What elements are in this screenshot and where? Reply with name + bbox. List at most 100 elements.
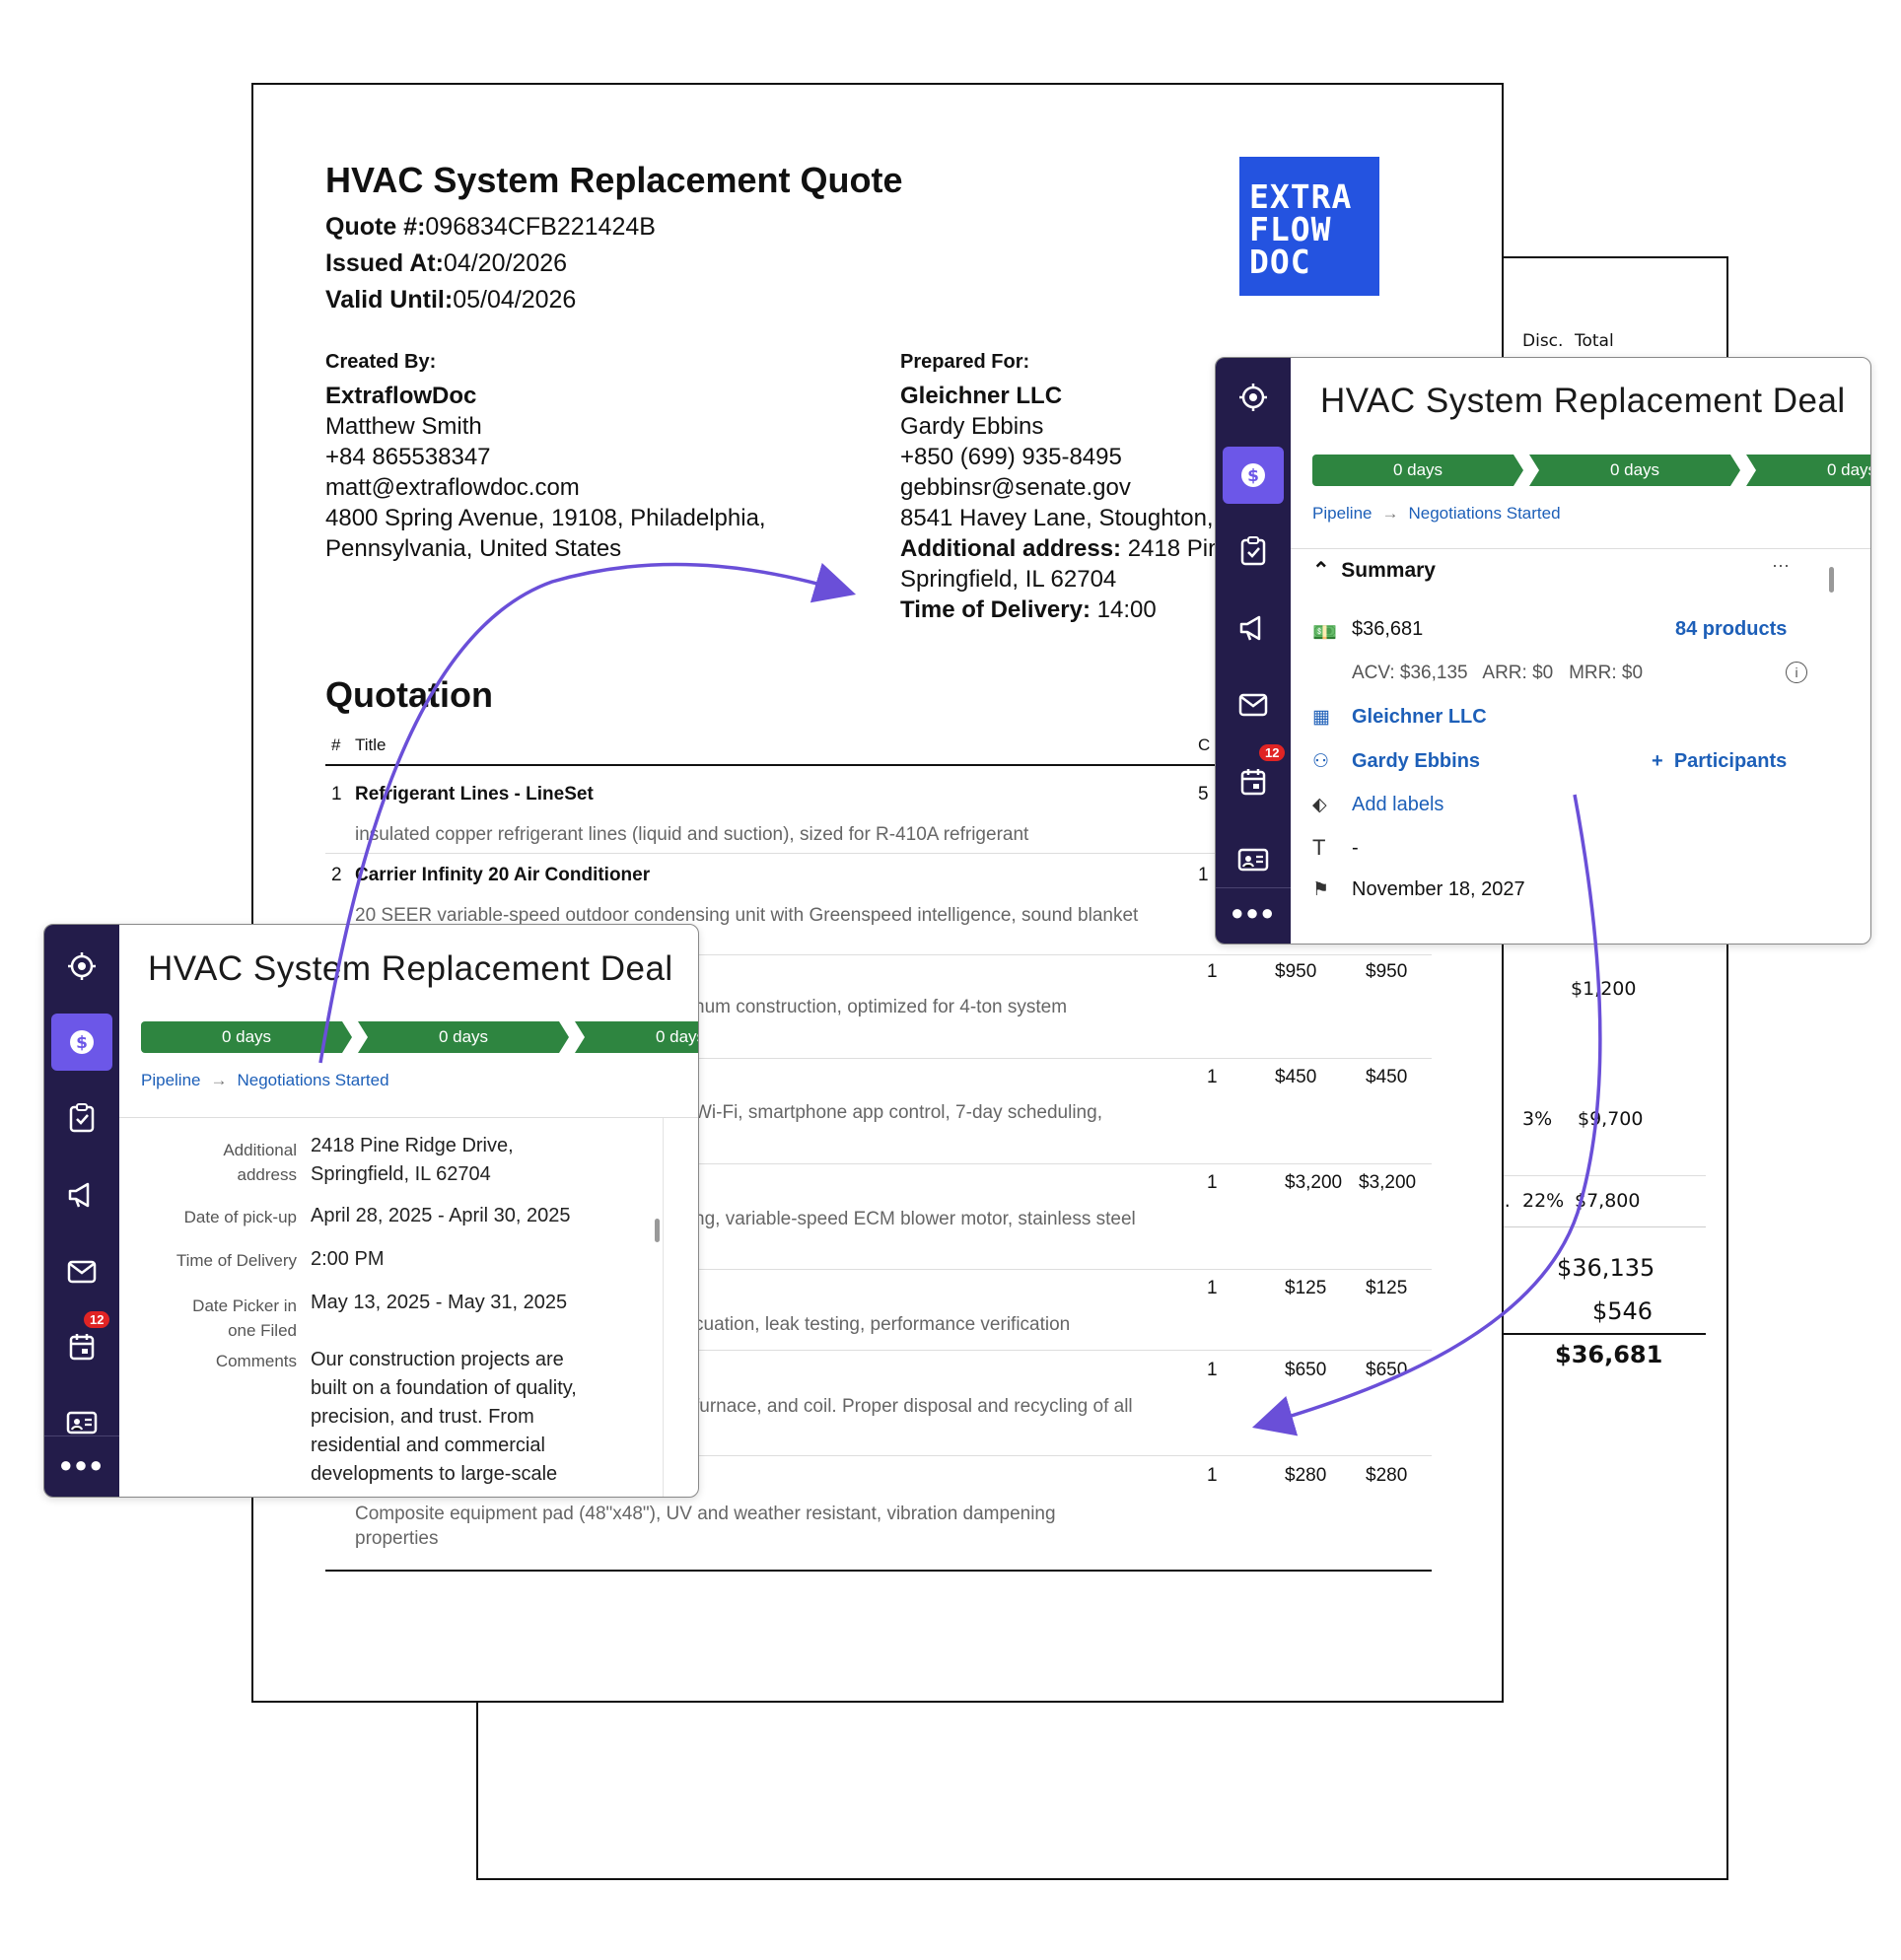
col-disc-header: Disc. [1522,331,1564,351]
breadcrumb-stage[interactable]: Negotiations Started [1408,504,1561,523]
calendar-icon[interactable] [1235,764,1271,800]
summary-toggle[interactable]: ⌃ Summary [1312,559,1436,582]
item-total: $3,200 [1359,1172,1417,1193]
plus-icon: + [1652,750,1663,772]
megaphone-icon[interactable] [1235,610,1271,646]
quote-title: HVAC System Replacement Quote [325,160,903,200]
text-field-icon: T [1312,835,1326,860]
item-qty: 1 [1207,961,1218,982]
nav-rail: $ 12 ●●● [1216,358,1291,944]
item-price: $450 [1275,1067,1317,1087]
more-icon[interactable]: ●●● [1231,900,1276,925]
item-price: $950 [1275,961,1317,982]
target-icon[interactable] [1235,380,1271,415]
tax-value: $546 [1592,1297,1654,1325]
megaphone-icon[interactable] [64,1177,100,1213]
item-qty: 1 [1198,865,1209,885]
item-qty: 1 [1207,1360,1218,1380]
item-number: 1 [331,784,342,805]
task-icon[interactable] [1235,533,1271,569]
prepared-for-block: Gleichner LLC Gardy Ebbins +850 (699) 93… [900,383,1222,623]
item-description: properties [355,1528,439,1549]
building-icon: ▦ [1312,707,1330,728]
prepared-for-heading: Prepared For: [900,351,1030,373]
stage-step[interactable]: 0 days [1312,455,1523,486]
arrow-right-icon: → [1381,504,1399,523]
stage-step[interactable]: 0 days [1746,455,1871,486]
chevron-up-icon: ⌃ [1312,559,1330,582]
valid-until: Valid Until:05/04/2026 [325,286,577,314]
item-number: 2 [331,865,342,885]
field-label: Comments [215,1352,297,1370]
breadcrumb: Pipeline→Negotiations Started [141,1071,389,1090]
contact-card-icon[interactable] [1235,841,1271,876]
item-qty: 1 [1207,1465,1218,1486]
mail-icon[interactable] [64,1254,100,1290]
item-qty: 1 [1207,1172,1218,1193]
deal-panel-details: $ 12 ●●● HVAC System Replacement Deal 0 … [43,924,699,1498]
products-link[interactable]: 84 products [1675,618,1788,640]
stage-step[interactable]: 0 days [141,1021,352,1053]
organization-link[interactable]: Gleichner LLC [1352,706,1487,728]
person-icon: ⚇ [1312,751,1330,772]
close-date: November 18, 2027 [1352,878,1525,900]
stage-step[interactable]: 0 days [358,1021,569,1053]
breadcrumb: Pipeline → Negotiations Started [1312,504,1561,524]
breadcrumb-stage[interactable]: Negotiations Started [237,1071,389,1089]
item-total: $280 [1366,1465,1408,1486]
item-total: $125 [1366,1278,1408,1298]
stage-step[interactable]: 0 days [575,1021,699,1053]
item-qty: 5 [1198,784,1209,805]
breadcrumb-pipeline[interactable]: Pipeline [141,1071,201,1089]
calendar-icon[interactable] [64,1329,100,1365]
back-row-disc: 3% [1522,1108,1553,1130]
item-title: Refrigerant Lines - LineSet [355,784,594,805]
target-icon[interactable] [64,948,100,984]
arrow-right-to-doc [1251,794,1602,1436]
task-icon[interactable] [64,1100,100,1136]
notification-badge: 12 [1259,744,1286,761]
subtotal-value: $36,135 [1557,1254,1655,1282]
item-price: $125 [1285,1278,1327,1298]
stage-step[interactable]: 0 days [1529,455,1740,486]
col-hash-header: # [331,735,341,754]
info-icon[interactable]: i [1786,662,1807,683]
stage-bar: 0 days 0 days 0 days [1312,455,1871,486]
more-icon[interactable]: ●●● [59,1452,105,1477]
add-labels-link[interactable]: Add labels [1352,794,1444,815]
dollar-icon[interactable]: $ [51,1014,112,1071]
text-field-value: - [1352,837,1359,859]
item-price: $650 [1285,1360,1327,1380]
nav-rail: $ 12 ●●● [44,925,119,1497]
flag-icon: ⚑ [1312,879,1330,900]
arrow-left-to-doc [318,562,857,1064]
field-value-comments: Our construction projects are built on a… [311,1349,577,1485]
back-row-total: $7,800 [1575,1190,1641,1212]
person-link[interactable]: Gardy Ebbins [1352,750,1481,772]
quotation-heading: Quotation [325,674,493,715]
deal-panel-summary: $ 12 ●●● HVAC System Replacement Deal 0 … [1215,357,1871,945]
field-value-pickup-date: April 28, 2025 - April 30, 2025 [311,1205,571,1226]
field-value-additional-address: 2418 Pine Ridge Drive,Springfield, IL 62… [311,1135,514,1185]
deal-amount: $36,681 [1352,618,1424,640]
item-total: $450 [1366,1067,1408,1087]
item-description: cuation, leak testing, performance verif… [694,1314,1071,1335]
field-label: Time of Delivery [176,1251,297,1270]
item-description: Composite equipment pad (48"x48"), UV an… [355,1504,1056,1524]
field-value-delivery-time: 2:00 PM [311,1248,385,1270]
breadcrumb-pipeline[interactable]: Pipeline [1312,504,1373,523]
item-description: insulated copper refrigerant lines (liqu… [355,824,1029,845]
field-value-date-picker: May 13, 2025 - May 31, 2025 [311,1292,568,1313]
contact-card-icon[interactable] [64,1404,100,1439]
mail-icon[interactable] [1235,687,1271,723]
col-title-header: Title [355,735,387,754]
issued-at: Issued At:04/20/2026 [325,249,568,277]
item-price: $280 [1285,1465,1327,1486]
more-options-icon[interactable]: ··· [1772,555,1790,575]
add-participants-button[interactable]: + Participants [1652,750,1788,772]
back-row-total: $1,200 [1571,978,1637,1000]
dollar-icon[interactable]: $ [1223,447,1284,504]
